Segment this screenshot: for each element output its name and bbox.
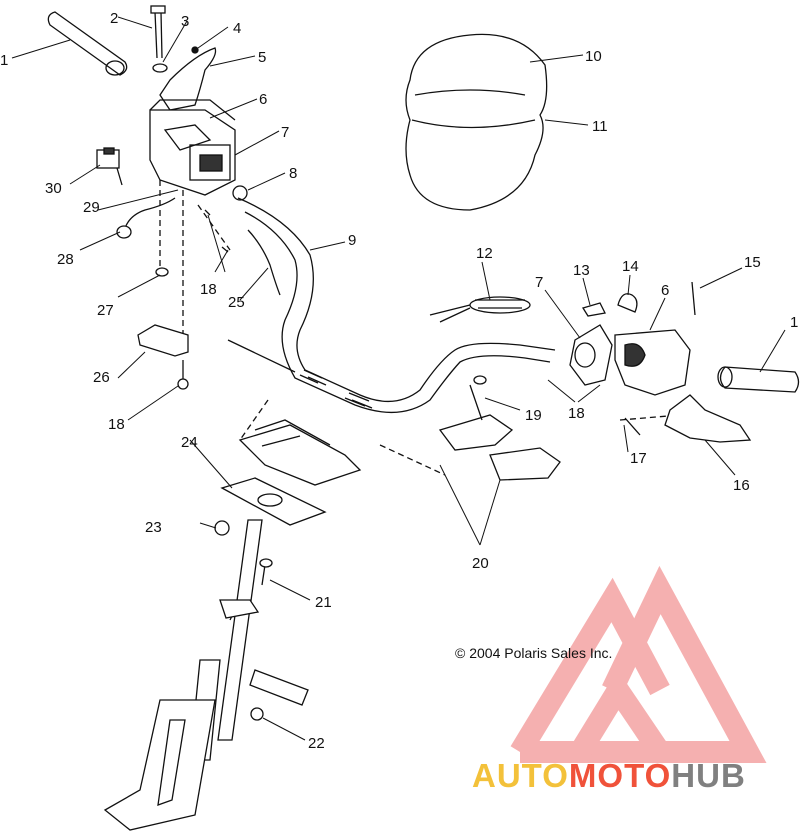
callout-12: 12 [476,245,493,262]
callout-24: 24 [181,434,198,451]
callout-16: 16 [733,477,750,494]
callout-6-right: 6 [661,282,669,299]
callout-4: 4 [233,20,241,37]
plate-26 [137,324,189,357]
callout-5: 5 [258,49,266,66]
bolt-2 [150,5,166,59]
callout-11: 11 [592,118,608,135]
callout-21: 21 [315,594,332,611]
headlight-cover [405,33,548,211]
callout-28: 28 [57,251,74,268]
watermark-auto: AUTO [472,757,569,794]
brake-lever-16 [664,394,752,443]
screw-18-left [177,360,189,390]
part-27 [155,267,169,277]
nut-23 [214,520,230,536]
switch-30 [96,147,123,186]
callout-6-left: 6 [259,91,267,108]
callout-22: 22 [308,735,325,752]
callout-17: 17 [630,450,647,467]
nut-22 [250,707,264,721]
grip-heater-12 [429,296,531,323]
throttle-lever [159,47,217,111]
washer-3 [152,63,168,73]
callout-25: 25 [228,294,245,311]
callout-20: 20 [472,555,489,572]
watermark-text: AUTOMOTOHUB [472,757,746,795]
lower-clamp [238,419,362,486]
callout-15: 15 [744,254,761,271]
callout-29: 29 [83,199,100,216]
copyright-notice: © 2004 Polaris Sales Inc. [455,645,613,661]
callout-26: 26 [93,369,110,386]
left-grip [47,11,128,76]
clamp-upper [438,375,561,481]
leader-lines [11,16,786,741]
left-control-housing [149,99,236,196]
cable-25 [247,229,281,296]
callout-1-right: 1 [790,314,798,331]
bushing-8 [232,185,248,201]
callout-23: 23 [145,519,162,536]
part-14 [617,293,638,313]
callout-19: 19 [525,407,542,424]
callout-7-left: 7 [281,124,289,141]
callout-9: 9 [348,232,356,249]
watermark-logo [510,565,767,763]
callout-30: 30 [45,180,62,197]
right-grip [717,366,800,393]
callout-14: 14 [622,258,639,275]
pin-15 [691,281,696,316]
callout-13: 13 [573,262,590,279]
callout-7-right: 7 [535,274,543,291]
callout-2: 2 [110,10,118,27]
callout-1-left: 1 [0,52,8,69]
callout-18-mid: 18 [200,281,217,298]
callout-3: 3 [181,13,189,30]
steering-column [103,519,263,831]
callout-10: 10 [585,48,602,65]
callout-18-right: 18 [568,405,585,422]
handlebar-9 [227,197,556,414]
callout-labels: 1 2 3 4 5 6 7 8 9 10 11 12 7 13 14 6 15 … [0,10,798,752]
watermark-hub: HUB [671,757,746,794]
watermark-moto: MOTO [568,757,672,794]
right-control-housing [569,324,691,396]
callout-8: 8 [289,165,297,182]
part-13 [581,302,606,317]
mount-plate-24 [220,477,327,526]
callout-27: 27 [97,302,114,319]
part-4 [191,46,199,54]
callout-18-left: 18 [108,416,125,433]
wire-28 [124,197,176,229]
sleeve-22 [249,669,309,706]
